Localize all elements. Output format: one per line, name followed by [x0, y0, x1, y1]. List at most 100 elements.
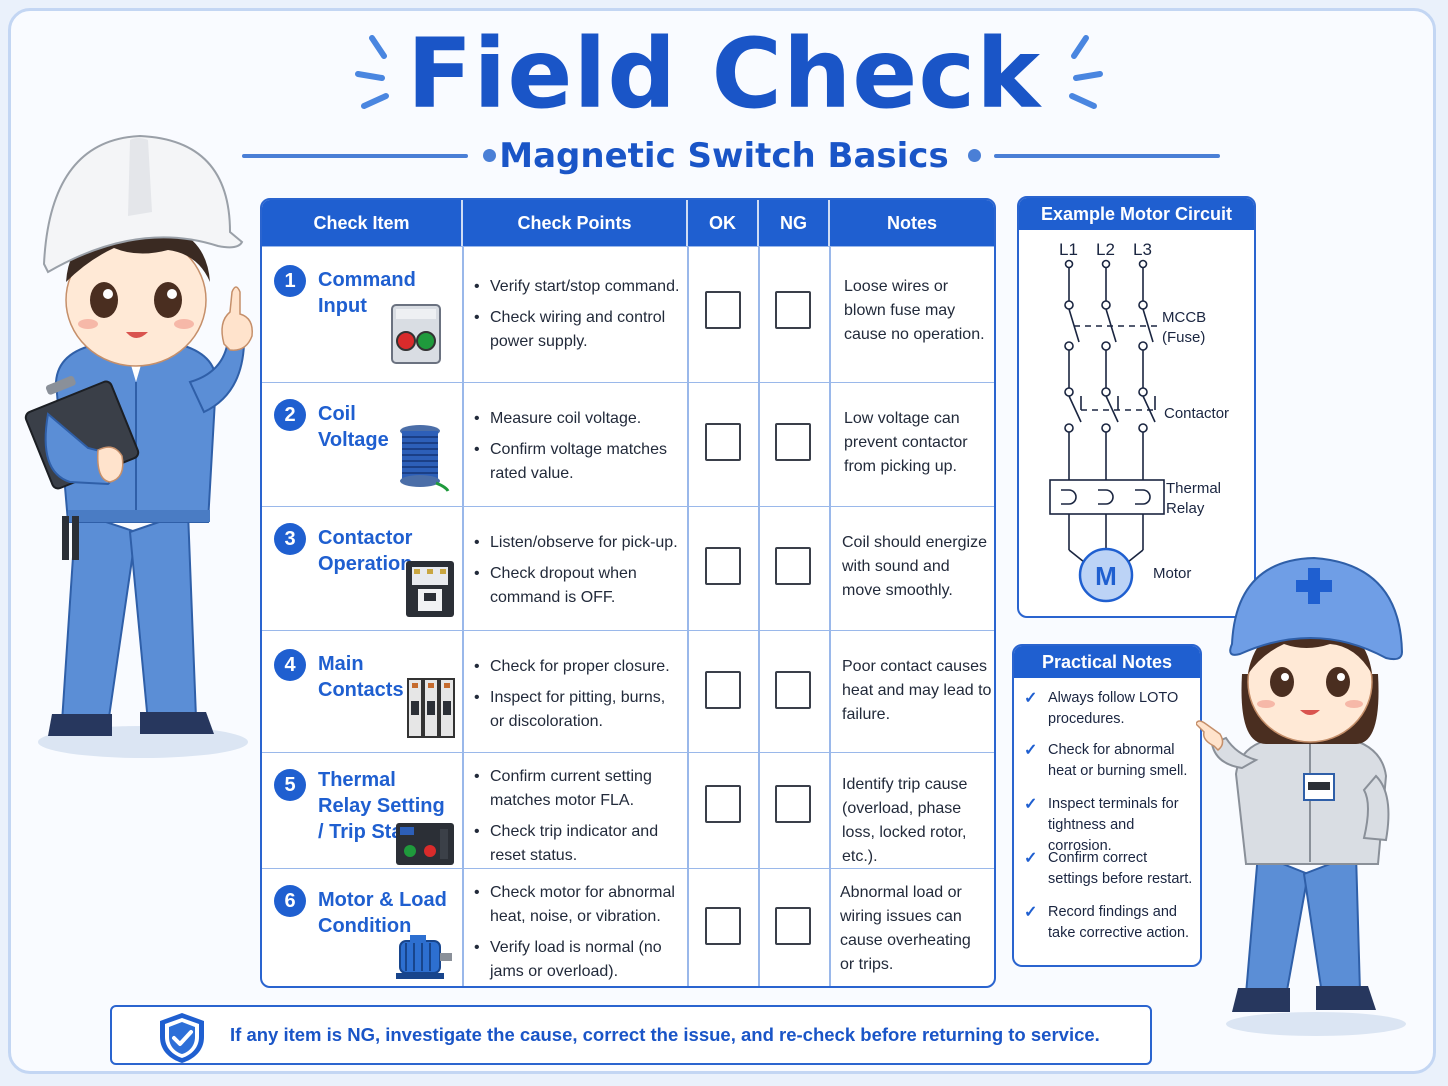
ok-checkbox[interactable] — [705, 907, 741, 945]
motor-label: Motor — [1153, 565, 1192, 582]
worker-with-clipboard-illustration — [24, 134, 253, 758]
ng-checkbox[interactable] — [775, 785, 811, 823]
phase-label-l1: L1 — [1059, 240, 1078, 259]
row-note: Low voltage can prevent contactor from p… — [844, 410, 968, 475]
check-item-name: Contactor Operation — [318, 527, 413, 575]
column-header-check-points: Check Points — [463, 200, 688, 246]
mccb-label: MCCB (Fuse) — [1162, 309, 1207, 346]
checkmark-icon: ✓ — [1024, 904, 1038, 921]
item-number-badge: 5 — [274, 769, 306, 801]
table-row: 2 Coil Voltage Measure coil voltage. Con… — [262, 382, 994, 507]
motor-circuit-diagram: M — [1049, 259, 1165, 603]
check-item-name: Command Input — [318, 269, 416, 317]
check-point: Measure coil voltage. — [472, 407, 682, 431]
check-item-name: Motor & Load Condition — [318, 889, 447, 937]
footer-message: If any item is NG, investigate the cause… — [230, 1024, 1100, 1045]
worker-with-blue-helmet-illustration — [1196, 556, 1406, 1036]
practical-note-item: ✓ Inspect terminals for tightness and co… — [1024, 796, 1179, 854]
practical-note-item: ✓ Check for abnormal heat or burning sme… — [1024, 742, 1188, 779]
item-number-badge: 6 — [274, 885, 306, 917]
row-note: Loose wires or blown fuse may cause no o… — [844, 278, 985, 343]
page-title: Field Check — [406, 18, 1042, 130]
ok-checkbox[interactable] — [705, 785, 741, 823]
ok-checkbox[interactable] — [705, 671, 741, 709]
check-points-list: Listen/observe for pick-up. Check dropou… — [472, 531, 682, 617]
item-number-badge: 2 — [274, 399, 306, 431]
checklist-table: Check Item Check Points OK NG Notes 1 Co… — [260, 198, 996, 988]
shield-check-icon — [160, 1013, 204, 1063]
table-row: 5 Thermal Relay Setting / Trip Status Co… — [262, 752, 994, 869]
checkmark-icon: ✓ — [1024, 850, 1038, 867]
checkmark-icon: ✓ — [1024, 796, 1038, 813]
subtitle-dot-right — [968, 149, 981, 162]
ng-checkbox[interactable] — [775, 671, 811, 709]
check-points-list: Check for proper closure. Inspect for pi… — [472, 655, 682, 741]
ng-checkbox[interactable] — [775, 291, 811, 329]
contacts-icon — [407, 678, 455, 738]
item-number-badge: 4 — [274, 649, 306, 681]
title-burst-left-icon — [355, 35, 389, 109]
item-number-badge: 1 — [274, 265, 306, 297]
motor-icon — [396, 935, 452, 979]
title-burst-right-icon — [1069, 35, 1103, 109]
check-points-list: Check motor for abnormal heat, noise, or… — [472, 881, 682, 986]
checkmark-icon: ✓ — [1024, 690, 1038, 707]
subtitle-row: Magnetic Switch Basics — [0, 136, 1448, 176]
ok-checkbox[interactable] — [705, 547, 741, 585]
phase-label-l3: L3 — [1133, 240, 1152, 259]
check-item-name: Main Contacts — [318, 653, 404, 701]
thermal-relay-icon — [396, 823, 454, 865]
check-point: Check dropout when command is OFF. — [472, 562, 682, 610]
ok-checkbox[interactable] — [705, 291, 741, 329]
check-point: Inspect for pitting, burns, or discolora… — [472, 686, 682, 734]
subtitle-rule-right — [994, 154, 1220, 158]
subtitle-dot-left — [483, 149, 496, 162]
column-header-notes: Notes — [886, 213, 937, 233]
coil-icon — [400, 425, 450, 492]
practical-note-item: ✓ Confirm correct settings before restar… — [1024, 850, 1193, 887]
phase-label-l2: L2 — [1096, 240, 1115, 259]
check-point: Confirm current setting matches motor FL… — [472, 765, 682, 813]
ng-checkbox[interactable] — [775, 423, 811, 461]
contactor-icon — [406, 561, 454, 617]
ok-checkbox[interactable] — [705, 423, 741, 461]
check-points-list: Verify start/stop command. Check wiring … — [472, 275, 682, 361]
motor-symbol: M — [1095, 561, 1117, 591]
row-note: Poor contact causes heat and may lead to… — [842, 658, 992, 723]
circuit-panel-title: Example Motor Circuit — [1019, 198, 1254, 230]
row-note: Coil should energize with sound and move… — [842, 534, 987, 599]
motor-circuit-panel: Example Motor Circuit — [1017, 196, 1256, 618]
ng-checkbox[interactable] — [775, 547, 811, 585]
check-item-name: Coil Voltage — [318, 403, 389, 451]
practical-notes-panel: Practical Notes ✓ Always follow LOTO pro… — [1012, 644, 1202, 967]
check-point: Verify load is normal (no jams or overlo… — [472, 936, 682, 984]
check-point: Check wiring and control power supply. — [472, 306, 682, 354]
column-header-ok: OK — [688, 200, 759, 246]
check-point: Check motor for abnormal heat, noise, or… — [472, 881, 682, 929]
check-point: Check for proper closure. — [472, 655, 682, 679]
check-point: Verify start/stop command. — [472, 275, 682, 299]
subtitle-rule-left — [242, 154, 468, 158]
check-points-list: Measure coil voltage. Confirm voltage ma… — [472, 407, 682, 493]
column-header-check-item: Check Item — [262, 200, 463, 246]
column-header-ng: NG — [759, 200, 830, 246]
check-points-list: Confirm current setting matches motor FL… — [472, 765, 682, 875]
item-number-badge: 3 — [274, 523, 306, 555]
check-point: Check trip indicator and reset status. — [472, 820, 682, 868]
table-row: 6 Motor & Load Condition Check motor for… — [262, 868, 994, 986]
table-row: 1 Command Input Verify start/stop comman… — [262, 246, 994, 383]
practical-note-item: ✓ Always follow LOTO procedures. — [1024, 690, 1179, 727]
footer-banner: If any item is NG, investigate the cause… — [110, 1005, 1152, 1065]
row-note: Abnormal load or wiring issues can cause… — [840, 884, 971, 973]
page-subtitle: Magnetic Switch Basics — [499, 136, 949, 176]
table-row: 3 Contactor Operation Listen/observe for… — [262, 506, 994, 631]
checkmark-icon: ✓ — [1024, 742, 1038, 759]
contactor-label: Contactor — [1164, 405, 1230, 422]
ng-checkbox[interactable] — [775, 907, 811, 945]
row-note: Identify trip cause (overload, phase los… — [842, 776, 968, 865]
check-point: Confirm voltage matches rated value. — [472, 438, 682, 486]
table-row: 4 Main Contacts Check for proper closure… — [262, 630, 994, 753]
practical-notes-title: Practical Notes — [1014, 646, 1200, 678]
control-station-icon — [391, 304, 441, 364]
thermal-relay-label: Thermal Relay — [1166, 480, 1222, 517]
